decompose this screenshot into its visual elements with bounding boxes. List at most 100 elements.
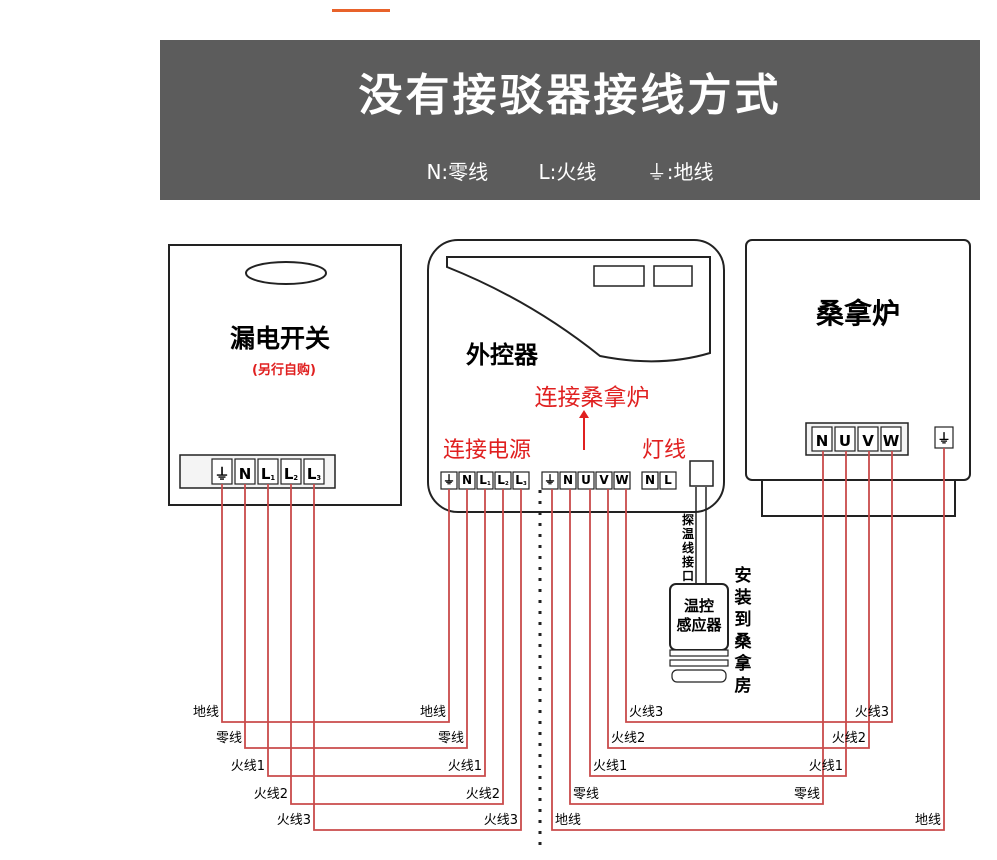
- breaker-terminal: N: [234, 458, 256, 485]
- controller-terminal-heater: V: [595, 471, 613, 490]
- wire-label-right-a: 火线3: [629, 705, 663, 720]
- svg-text:W: W: [615, 473, 628, 487]
- controller-terminal-light: N: [641, 471, 659, 490]
- breaker-terminal: L3: [303, 458, 325, 485]
- wire-label-left-b: 火线2: [466, 787, 500, 802]
- svg-text:L1: L1: [261, 465, 276, 483]
- svg-text:N: N: [645, 473, 655, 487]
- svg-text:N: N: [816, 432, 829, 450]
- svg-text:⏚: ⏚: [544, 473, 556, 487]
- svg-text:W: W: [883, 432, 900, 450]
- heater-terminal: V: [857, 426, 879, 452]
- svg-text:U: U: [839, 432, 851, 450]
- install-note-char: 到: [735, 610, 752, 630]
- heater-ground-terminal: ⏚: [934, 426, 954, 449]
- install-note-char: 房: [735, 675, 752, 696]
- wire-left: [221, 484, 450, 723]
- wire-label-right-a: 火线2: [611, 731, 645, 746]
- controller-terminal-heater: N: [559, 471, 577, 490]
- display-window-2: [653, 265, 693, 287]
- controller-terminal-heater: ⏚: [541, 471, 559, 490]
- controller-terminal-power: ⏚: [440, 471, 458, 490]
- controller-terminal-heater: W: [613, 471, 631, 490]
- breaker-terminal: ⏚: [211, 458, 233, 485]
- heater-terminal: N: [811, 426, 833, 452]
- controller-terminal-power: L2: [494, 471, 512, 490]
- wire-label-left-b: 火线3: [484, 813, 518, 828]
- wire-label-right-b: 火线3: [855, 705, 889, 720]
- wire-left: [290, 484, 504, 805]
- arrow-head: [579, 410, 589, 418]
- wire-right: [607, 451, 870, 749]
- controller-terminal-power: N: [458, 471, 476, 490]
- sensor-name-2: 感应器: [676, 616, 722, 634]
- svg-text:⏚: ⏚: [937, 432, 950, 447]
- wire-right: [625, 451, 893, 723]
- wire-routes: [221, 448, 945, 831]
- probe-port-char: 口: [682, 569, 694, 583]
- light-wire-label: 灯线: [642, 438, 686, 463]
- svg-text:⏚: ⏚: [443, 473, 455, 487]
- controller-name: 外控器: [466, 341, 539, 369]
- probe-port-char: 温: [682, 527, 694, 541]
- wire-label-right-a: 零线: [573, 787, 599, 802]
- legend-ground: ⏚:地线: [646, 160, 714, 184]
- wire-label-right-b: 火线2: [832, 731, 866, 746]
- svg-text:L2: L2: [284, 465, 299, 483]
- legend-live: L:火线: [538, 160, 597, 184]
- svg-text:⏚: ⏚: [214, 465, 229, 483]
- install-note-char: 桑: [735, 632, 753, 652]
- wire-label-left-a: 火线2: [254, 787, 288, 802]
- svg-text:V: V: [862, 432, 874, 450]
- header-banner: 没有接驳器接线方式 N:零线 L:火线 ⏚:地线: [160, 40, 980, 200]
- wire-label-right-b: 零线: [794, 787, 820, 802]
- breaker-name: 漏电开关: [230, 324, 330, 353]
- breaker-note: (另行自购): [252, 362, 316, 378]
- probe-port-char: 线: [682, 540, 694, 555]
- wire-left: [267, 484, 486, 777]
- wire-label-right-a: 火线1: [593, 759, 627, 774]
- svg-text:L3: L3: [307, 465, 322, 483]
- probe-port-box: [689, 460, 714, 487]
- sensor-name-1: 温控: [684, 597, 714, 615]
- wire-label-right-a: 地线: [555, 813, 581, 828]
- display-window-1: [593, 265, 645, 287]
- breaker-terminal: L1: [257, 458, 279, 485]
- controller-terminal-heater: U: [577, 471, 595, 490]
- install-note-char: 拿: [734, 653, 753, 674]
- install-note-char: 安: [735, 565, 752, 586]
- legend-neutral: N:零线: [426, 160, 489, 184]
- wire-right: [569, 451, 824, 805]
- wire-label-left-b: 火线1: [448, 759, 482, 774]
- breaker-ellipse: [245, 261, 327, 285]
- svg-text:N: N: [462, 473, 472, 487]
- svg-text:U: U: [581, 473, 591, 487]
- wire-legend: N:零线 L:火线 ⏚:地线: [160, 156, 980, 185]
- svg-text:L2: L2: [497, 473, 509, 487]
- wire-left: [244, 484, 468, 749]
- wire-right: [589, 451, 847, 777]
- svg-text:N: N: [239, 465, 252, 483]
- wire-label-left-b: 地线: [420, 705, 446, 720]
- breaker-box: 漏电开关 (另行自购) ⏚ N L1 L2 L3: [168, 244, 402, 506]
- probe-port-char: 接: [682, 554, 694, 569]
- breaker-terminal: L2: [280, 458, 302, 485]
- svg-text:N: N: [563, 473, 573, 487]
- svg-text:V: V: [599, 473, 609, 487]
- accent-underline: [332, 9, 390, 12]
- controller-terminal-power: L1: [476, 471, 494, 490]
- wire-right: [551, 448, 945, 831]
- breaker-terminals: ⏚ N L1 L2 L3: [211, 458, 325, 485]
- heater-terminal: U: [834, 426, 856, 452]
- wire-label-left-a: 火线1: [231, 759, 265, 774]
- wire-label-left-a: 地线: [193, 705, 219, 720]
- heater-name: 桑拿炉: [816, 297, 900, 330]
- svg-text:L1: L1: [479, 473, 491, 487]
